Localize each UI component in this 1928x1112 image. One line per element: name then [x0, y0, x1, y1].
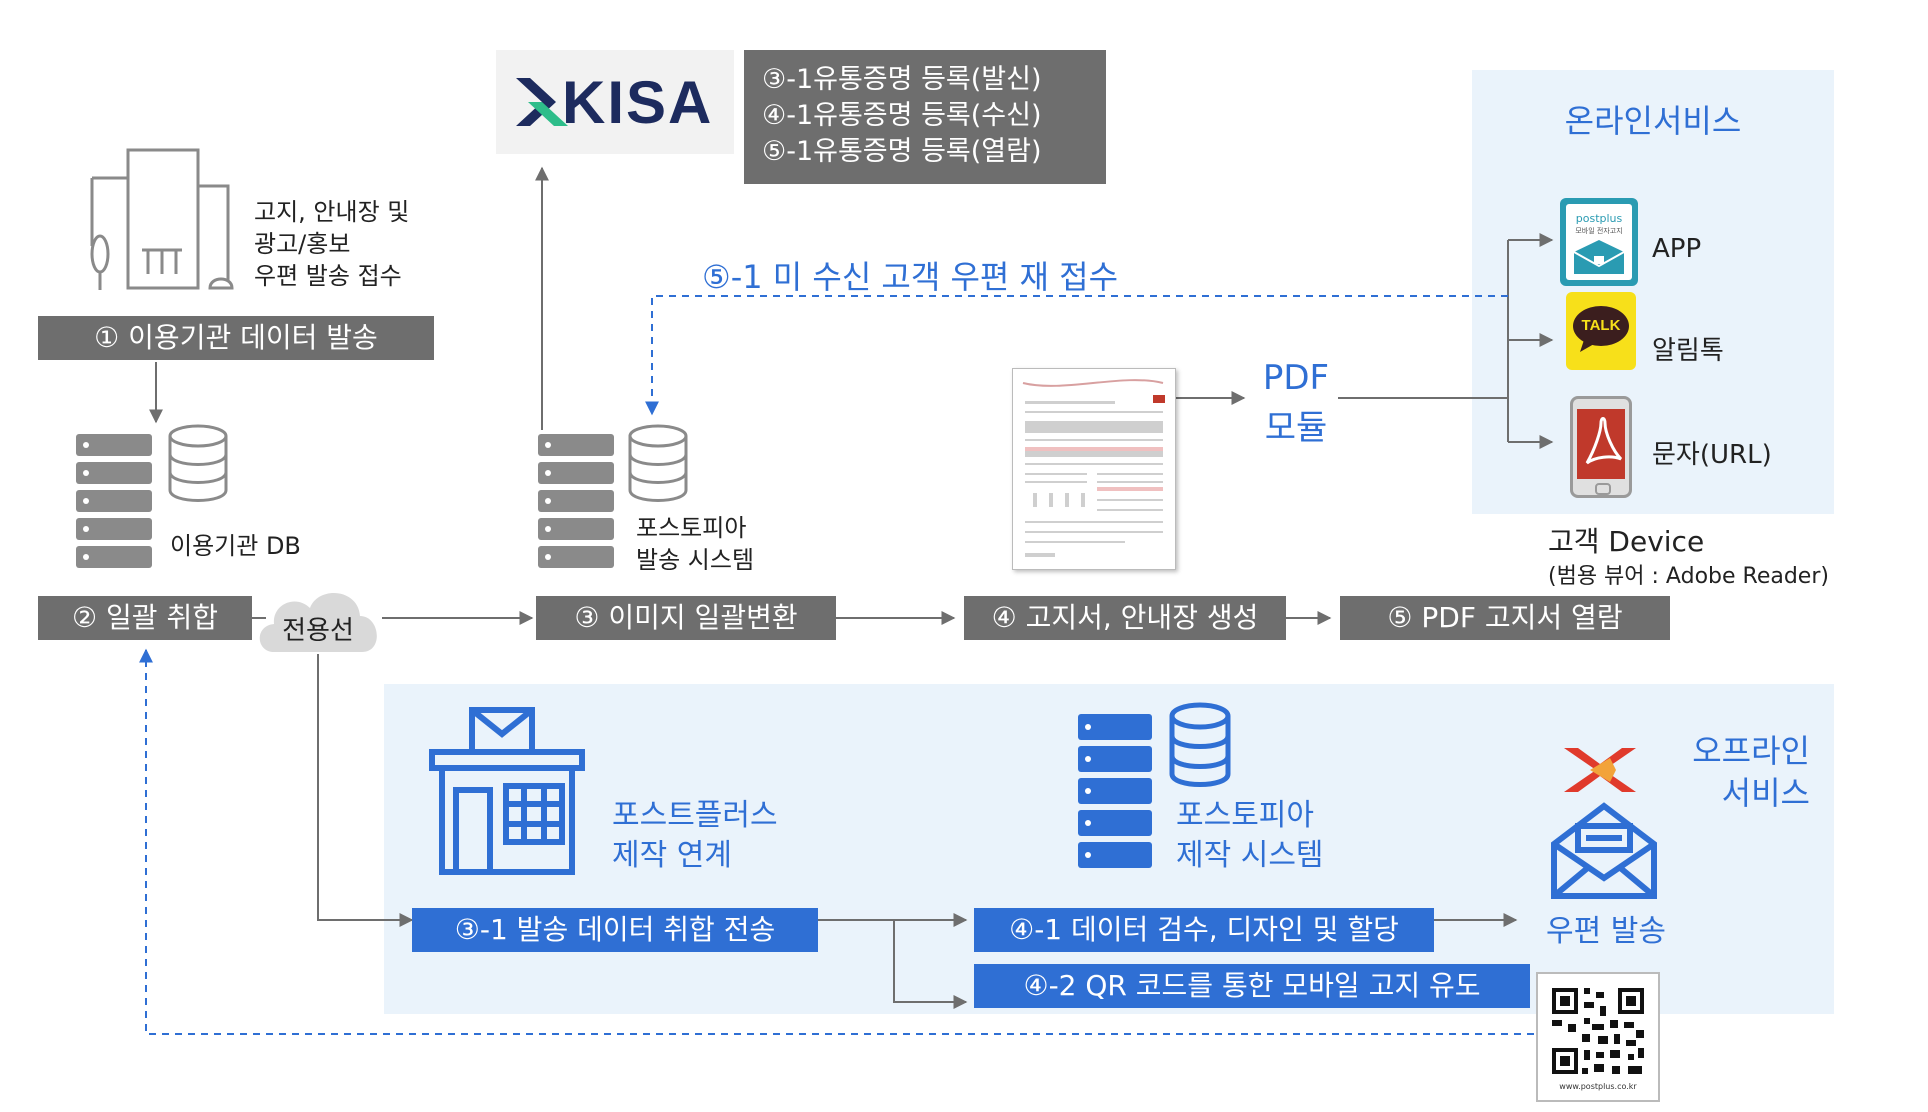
step-3-1-label: ③-1 발송 데이터 취합 전송 — [412, 908, 818, 952]
kisa-line-3: ⑤-1유통증명 등록(열람) — [762, 136, 1042, 167]
institution-desc-3: 우편 발송 접수 — [254, 262, 402, 290]
app-icon-text: postplus — [1575, 212, 1623, 225]
mail-send-label: 우편 발송 — [1546, 914, 1666, 949]
step-2-label: ② 일괄 취합 — [38, 596, 252, 640]
step-5-label: ⑤ PDF 고지서 열람 — [1340, 596, 1670, 640]
phone-home-button — [1595, 483, 1611, 495]
step-4-2-label: ④-2 QR 코드를 통한 모바일 고지 유도 — [974, 964, 1530, 1008]
talk-icon-text: TALK — [1581, 317, 1621, 334]
postopia-make-label-2: 제작 시스템 — [1176, 838, 1324, 873]
qr-code: www.postplus.co.kr — [1536, 972, 1660, 1102]
institution-server-icon — [76, 424, 228, 568]
postplus-label-2: 제작 연계 — [612, 838, 732, 873]
kisa-line-2: ④-1유통증명 등록(수신) — [762, 100, 1042, 131]
kisa-registration-box: ③-1유통증명 등록(발신) ④-1유통증명 등록(수신) ⑤-1유통증명 등록… — [744, 50, 1106, 184]
arrow-to-s42 — [893, 920, 968, 1009]
kisa-mark-icon — [516, 78, 568, 126]
step-4-label: ④ 고지서, 안내장 생성 — [964, 596, 1286, 640]
device-sub-label: (범용 뷰어 : Adobe Reader) — [1548, 564, 1829, 589]
building-icon — [90, 148, 234, 290]
kisa-logo: KISA — [496, 50, 734, 154]
dedicated-line-cloud: 전용선 — [252, 582, 384, 654]
qr-code-icon — [1550, 986, 1646, 1076]
kisa-line-1: ③-1유통증명 등록(발신) — [762, 64, 1042, 95]
notice-document-thumbnail — [1012, 368, 1176, 570]
postplus-app-icon: postplus 모바일 전자고지 — [1560, 198, 1638, 286]
online-service-panel — [1472, 70, 1834, 514]
document-icon — [1022, 379, 1165, 557]
pdf-phone-icon — [1570, 396, 1632, 498]
online-service-title: 온라인서비스 — [1564, 102, 1742, 140]
qr-caption: www.postplus.co.kr — [1559, 1082, 1637, 1091]
postopia-make-server-icon — [1078, 702, 1231, 868]
institution-db-label: 이용기관 DB — [170, 532, 301, 560]
app-screen: postplus 모바일 전자고지 — [1566, 204, 1632, 280]
offline-title-2: 서비스 — [1721, 774, 1810, 812]
offline-title-1: 오프라인 — [1692, 732, 1810, 770]
mail-envelope-icon — [1573, 240, 1625, 274]
kakao-talk-icon: TALK — [1566, 292, 1636, 370]
cloud-icon — [259, 593, 377, 652]
talk-bubble-icon — [1573, 306, 1629, 352]
step-3-label: ③ 이미지 일괄변환 — [536, 596, 836, 640]
institution-desc-2: 광고/홍보 — [254, 230, 351, 258]
korea-post-logo-icon — [1564, 748, 1636, 792]
line-cloud-down — [317, 654, 414, 927]
device-label: 고객 Device — [1548, 525, 1705, 558]
postopia-make-label-1: 포스토피아 — [1176, 798, 1314, 833]
postopia-send-server-icon — [538, 424, 688, 568]
adobe-pdf-icon — [1585, 417, 1623, 465]
step-4-1-label: ④-1 데이터 검수, 디자인 및 할당 — [974, 908, 1434, 952]
dashed-return-arrow — [139, 648, 1534, 1035]
online-item-app: APP — [1652, 234, 1702, 264]
post-office-icon — [429, 707, 585, 875]
online-item-sms: 문자(URL) — [1652, 440, 1772, 470]
postplus-label-1: 포스트플러스 — [612, 798, 778, 833]
postopia-send-label-1: 포스토피아 — [636, 514, 747, 542]
app-icon-sub: 모바일 전자고지 — [1575, 227, 1623, 235]
postopia-send-label-2: 발송 시스템 — [636, 546, 755, 574]
pdf-module-label-1: PDF — [1262, 358, 1330, 398]
cloud-label: 전용선 — [282, 616, 354, 646]
institution-desc-1: 고지, 안내장 및 — [254, 198, 410, 226]
resend-label: ⑤-1 미 수신 고객 우편 재 접수 — [702, 258, 1119, 296]
kisa-logo-text: KISA — [562, 69, 714, 136]
online-item-talk: 알림톡 — [1652, 336, 1724, 366]
mail-send-icon — [1551, 802, 1657, 899]
step-1-label: ① 이용기관 데이터 발송 — [38, 316, 434, 360]
phone-screen — [1577, 409, 1625, 479]
pdf-module-label-2: 모듈 — [1264, 408, 1328, 448]
